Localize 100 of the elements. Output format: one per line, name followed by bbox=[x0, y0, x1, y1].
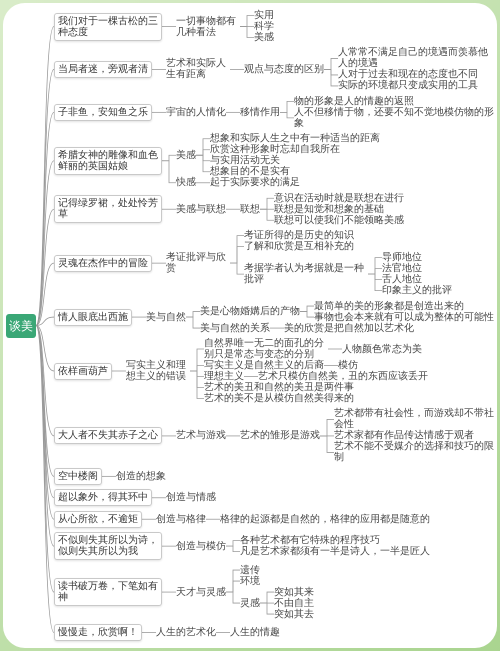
connector-line bbox=[36, 208, 54, 326]
branch-text: 艺术家都有作品传达情感于观者 bbox=[334, 430, 474, 442]
branch-text: 写实主义和理想主义的错误 bbox=[126, 360, 190, 382]
branch-text: 事物也会本来就有可以成为整体的可能性 bbox=[314, 312, 494, 323]
branch-text: 人生的情趣 bbox=[230, 627, 280, 638]
branch-text: 模仿 bbox=[338, 360, 358, 371]
branch-text: 艺术都带有社会性，而游戏却不带社会性 bbox=[334, 408, 496, 430]
branch-text: 最简单的美的形象都是创造出来的 bbox=[314, 300, 464, 312]
branch-text: 艺术只模仿自然美，丑的东西应该丢开 bbox=[258, 371, 428, 382]
branch-text: 联想可以使我们不能领略美感 bbox=[274, 214, 404, 226]
connector-line bbox=[186, 316, 200, 328]
connector-line bbox=[240, 26, 254, 38]
branch-text: 导师地位 bbox=[382, 252, 422, 264]
branch-text: 物的形象是人的情趣的返照 bbox=[294, 96, 414, 107]
branch-text: 观点与态度的区别 bbox=[244, 64, 324, 75]
central-topic: 谈美 bbox=[6, 314, 36, 338]
topic-box: 子非鱼，安知鱼之乐 bbox=[54, 104, 152, 121]
connector-line bbox=[226, 112, 240, 113]
topic-box: 记得绿罗裙，处处怜芳草 bbox=[54, 195, 162, 224]
topic-box: 从心所欲，不逾矩 bbox=[54, 510, 142, 528]
branch-text: 想象和实际人生之中有一种适当的距离 bbox=[210, 133, 380, 144]
branch-text: 创造与情感 bbox=[166, 492, 216, 504]
connector-line bbox=[152, 69, 166, 70]
branch-text: 实际的环境都只变成实用的工具 bbox=[338, 80, 478, 92]
connector-line bbox=[244, 376, 258, 377]
branch-text: 写实主义是自然主义的后裔 bbox=[204, 360, 324, 371]
branch-text: 印象主义的批评 bbox=[382, 285, 452, 296]
connector-line bbox=[324, 69, 338, 86]
branch-text: 美的欣赏是把自然加以艺术化 bbox=[284, 322, 414, 334]
connector-line bbox=[196, 182, 210, 184]
branch-text: 了解和欣赏是互相补充的 bbox=[244, 241, 354, 252]
topic-box: 空中楼阁 bbox=[54, 468, 102, 485]
connector-line bbox=[260, 602, 274, 614]
connector-line bbox=[152, 112, 166, 113]
branch-text: 考证所得的是历史的知识 bbox=[244, 230, 354, 242]
branch-text: 人对于过去和现在的态度也不同 bbox=[338, 69, 478, 80]
branch-text: 舌人地位 bbox=[382, 274, 422, 286]
branch-text: 人不但移情于物，还要不知不觉地模仿物的形象 bbox=[294, 106, 496, 129]
connector-line bbox=[162, 546, 176, 547]
branch-text: 突如其去 bbox=[274, 608, 314, 620]
branch-text: 艺术的美不是从模仿自然美得来的 bbox=[204, 393, 354, 404]
branch-text: 艺术的雏形是游戏 bbox=[240, 430, 320, 442]
connector-line bbox=[112, 370, 126, 372]
branch-text: 一切事物都有几种看法 bbox=[176, 16, 240, 38]
branch-text: 快感 bbox=[176, 177, 196, 188]
branch-text: 想象目的不是实有 bbox=[210, 166, 290, 178]
connector-line bbox=[324, 365, 338, 366]
branch-text: 移情作用 bbox=[240, 106, 280, 118]
connector-line bbox=[162, 208, 176, 210]
branch-text: 不由自主 bbox=[274, 598, 314, 609]
branch-text: 凡是艺术家都须有一半是诗人，一半是匠人 bbox=[240, 546, 430, 558]
branch-text: 联想 bbox=[240, 204, 260, 215]
topic-box: 大人者不失其赤子之心 bbox=[54, 427, 162, 444]
connector-line bbox=[196, 154, 210, 172]
connector-line bbox=[368, 274, 382, 292]
branch-text: 美感 bbox=[254, 32, 274, 43]
branch-text: 创造的想象 bbox=[116, 470, 166, 482]
branch-text: 考证批评与欣赏 bbox=[166, 252, 230, 274]
branch-text: 科学 bbox=[254, 21, 274, 32]
connector-line bbox=[142, 518, 156, 520]
branch-text: 创造与格律 bbox=[156, 514, 206, 525]
connector-line bbox=[152, 262, 166, 264]
branch-text: 灵感 bbox=[240, 598, 260, 609]
branch-text: 人常常不满足自己的境遇而羡慕他人的境遇 bbox=[338, 47, 496, 70]
topic-box: 超以象外，得其环中 bbox=[54, 489, 152, 506]
branch-text: 理想主义 bbox=[204, 371, 244, 382]
branch-text: 艺术与游戏 bbox=[176, 430, 226, 442]
connector-line bbox=[36, 325, 54, 372]
connector-line bbox=[260, 208, 274, 221]
branch-text: 美与自然的关系 bbox=[200, 322, 270, 334]
branch-text: 起于实际要求的满足 bbox=[210, 177, 300, 188]
branch-text: 宇宙的人情化 bbox=[166, 106, 226, 118]
branch-text: 艺术的美丑和自然的美丑是两件事 bbox=[204, 382, 354, 393]
branch-text: 格律的起源都是自然的，格律的应用都是随意的 bbox=[220, 514, 430, 525]
branch-text: 意识在活动时就是联想在进行 bbox=[274, 192, 404, 204]
branch-text: 遗传 bbox=[240, 564, 260, 576]
branch-text: 人物颜色常态为美 bbox=[342, 344, 422, 354]
branch-text: 创造与模仿 bbox=[176, 540, 226, 552]
connector-line bbox=[226, 592, 240, 604]
branch-text: 联想是知觉和想象的基础 bbox=[274, 204, 384, 215]
topic-box: 当局者迷，旁观者清 bbox=[54, 60, 152, 78]
topic-box: 我们对于一棵古松的三种态度 bbox=[54, 12, 162, 40]
branch-text: 自然界唯一无二的面孔的分别只是常态与变态的分别 bbox=[204, 338, 328, 360]
branch-text: 人生的艺术化 bbox=[156, 627, 216, 638]
branch-text: 突如其来 bbox=[274, 586, 314, 598]
connector-line bbox=[328, 348, 342, 350]
branch-text: 考据学者认为考据就是一种批评 bbox=[244, 263, 368, 286]
branch-text: 与实用活动无关 bbox=[210, 155, 280, 166]
branch-text: 美是心物婚媾后的产物 bbox=[200, 306, 300, 318]
connector-line bbox=[226, 546, 240, 552]
topic-box: 希腊女神的雕像和血色鲜丽的英国姑娘 bbox=[54, 146, 162, 175]
connector-line bbox=[142, 632, 156, 633]
connector-line bbox=[320, 436, 334, 453]
branch-text: 环境 bbox=[240, 576, 260, 587]
topic-box: 慢慢走，欣赏啊！ bbox=[54, 624, 142, 641]
connector-line bbox=[36, 262, 54, 326]
branch-text: 天才与灵感 bbox=[176, 586, 226, 598]
connector-line bbox=[152, 497, 166, 498]
branch-text: 美感与联想 bbox=[176, 204, 226, 215]
topic-box: 不似则失其所以为诗，似则失其所以为我 bbox=[54, 532, 162, 560]
